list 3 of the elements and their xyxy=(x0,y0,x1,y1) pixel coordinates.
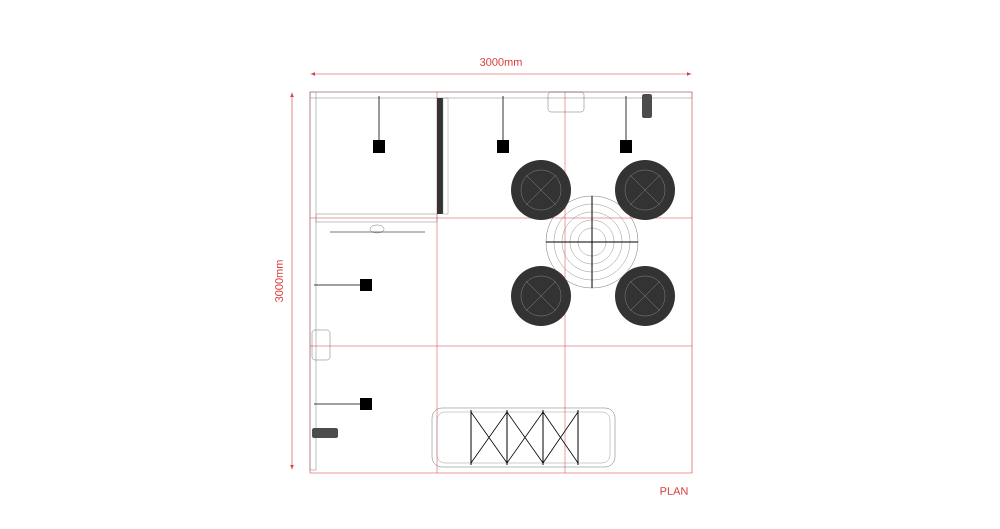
dimension-text: 3000mm xyxy=(275,260,283,302)
dimension-text: 3000mm xyxy=(480,58,522,66)
plan-title: PLAN xyxy=(660,487,688,495)
